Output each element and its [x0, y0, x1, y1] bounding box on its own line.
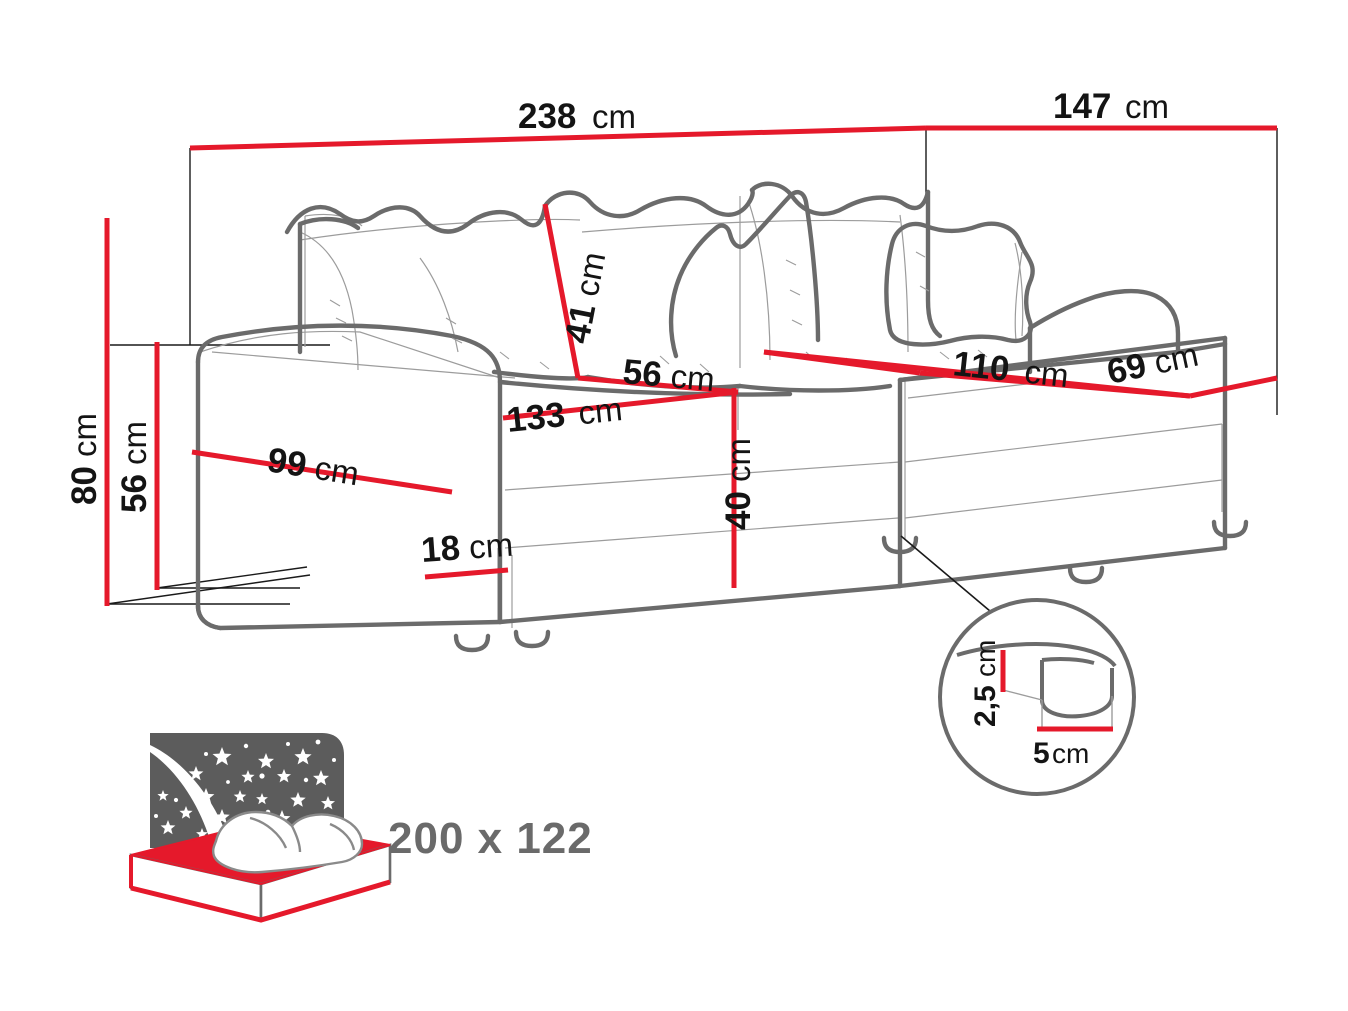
label-chaise-length-value: 110	[951, 344, 1011, 389]
sofa-outline	[195, 181, 1249, 653]
dimline-chaise-inner	[919, 370, 1191, 399]
bedding-shape	[211, 810, 364, 874]
label-seat-width-unit: cm	[576, 390, 624, 431]
label-chaise-length: 110 cm	[951, 344, 1071, 394]
leg-detail-callout: 2,5 cm 5 cm	[938, 598, 1136, 796]
label-seat-width: 133 cm	[505, 390, 624, 440]
label-leg-height-unit: cm	[970, 640, 1001, 677]
label-leg-width-value: 5	[1033, 737, 1050, 770]
label-leg-width: 5 cm	[1033, 737, 1089, 770]
dimline-seat-width	[502, 389, 739, 421]
dimline-seat-depth	[577, 375, 739, 395]
label-cushion-height-unit: cm	[568, 249, 613, 299]
label-overall-height-unit: cm	[66, 413, 103, 457]
label-overall-height-value: 80	[65, 466, 104, 505]
label-seat-height-unit: cm	[720, 438, 757, 482]
dimline-cushion-height	[542, 203, 581, 379]
leg-shape	[956, 642, 1117, 719]
dimline-overall-width	[189, 125, 927, 151]
label-seat-height: 40 cm	[719, 438, 758, 530]
label-chaise-depth: 69 cm	[1104, 336, 1202, 392]
label-armrest-width-unit: cm	[312, 449, 361, 492]
bed-night-icon	[129, 733, 392, 923]
label-overall-width: 238 cm	[518, 97, 636, 136]
label-overall-depth-unit: cm	[1125, 88, 1169, 125]
label-leg-width-unit: cm	[1052, 738, 1089, 769]
label-cushion-height: 41 cm	[558, 249, 613, 347]
label-armrest-thickness-unit: cm	[468, 526, 514, 566]
red-dimension-lines	[104, 125, 1278, 606]
label-backrest-height: 56 cm	[115, 421, 154, 513]
label-chaise-length-unit: cm	[1023, 353, 1071, 394]
label-seat-height-value: 40	[719, 491, 758, 530]
label-overall-depth: 147 cm	[1053, 87, 1169, 126]
label-overall-depth-value: 147	[1053, 87, 1111, 126]
label-leg-height: 2,5 cm	[969, 640, 1002, 727]
label-backrest-height-value: 56	[115, 474, 154, 513]
label-backrest-height-unit: cm	[116, 421, 153, 465]
label-overall-width-unit: cm	[592, 98, 636, 135]
dimline-chaise-depth	[1189, 375, 1278, 399]
dimline-armrest-thickness	[424, 567, 509, 580]
label-chaise-depth-value: 69	[1104, 346, 1150, 392]
label-armrest-thickness: 18 cm	[420, 526, 514, 570]
dimline-armrest-width	[191, 449, 453, 495]
label-armrest-thickness-value: 18	[420, 528, 462, 570]
label-seat-depth: 56 cm	[621, 352, 716, 398]
label-armrest-width-value: 99	[265, 440, 310, 485]
label-cushion-height-value: 41	[558, 301, 604, 347]
label-seat-width-value: 133	[505, 395, 567, 440]
label-armrest-width: 99 cm	[265, 440, 362, 492]
label-overall-width-value: 238	[518, 97, 576, 136]
label-chaise-depth-unit: cm	[1151, 336, 1202, 381]
label-overall-height: 80 cm	[65, 413, 104, 505]
sleeping-area-label: 200 x 122	[388, 814, 593, 863]
label-seat-depth-value: 56	[621, 352, 663, 394]
dimline-chaise-lead	[763, 349, 921, 376]
label-seat-depth-unit: cm	[669, 357, 716, 398]
label-leg-height-value: 2,5	[969, 685, 1002, 727]
